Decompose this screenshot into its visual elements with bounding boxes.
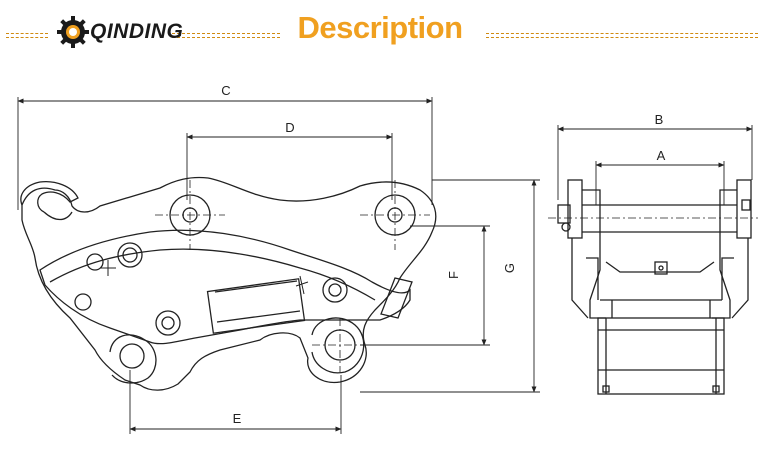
side-view <box>20 176 437 391</box>
dim-label-g: G <box>502 263 517 273</box>
dim-label-f: F <box>446 271 461 279</box>
dim-label-a: A <box>657 148 666 163</box>
dim-label-b: B <box>655 112 664 127</box>
brand-name: QINDING <box>90 20 184 43</box>
banner-divider-mid <box>172 33 280 34</box>
hook <box>20 180 79 213</box>
banner-divider-right <box>486 33 758 34</box>
lower-body <box>597 317 725 395</box>
dim-label-c: C <box>221 83 230 98</box>
pivot-pin <box>117 242 143 268</box>
dimension-lines <box>17 97 540 434</box>
lower-plate <box>39 229 411 345</box>
left-pin-boss <box>567 179 583 239</box>
gear-icon <box>57 16 89 48</box>
banner-divider-mid <box>172 37 280 38</box>
center-lines <box>155 180 430 372</box>
technical-drawing: C D E F G B A <box>17 83 758 434</box>
banner-divider-left <box>6 37 48 38</box>
right-pin-boss <box>736 179 752 239</box>
body-outline <box>21 176 437 391</box>
dim-label-e: E <box>233 411 242 426</box>
page-title: Description <box>297 10 463 45</box>
rear-jaw <box>311 317 365 374</box>
dim-label-d: D <box>285 120 294 135</box>
grease-nipple <box>654 261 668 275</box>
brand-logo: QINDING <box>56 14 183 50</box>
front-dimension-lines <box>557 125 753 205</box>
cylinder-pin <box>322 277 348 303</box>
locking-cylinder <box>206 278 306 334</box>
header-banner: QINDING Description <box>0 0 770 62</box>
banner-divider-right <box>486 37 758 38</box>
front-jaw <box>109 334 157 384</box>
banner-divider-left <box>6 33 48 34</box>
front-view <box>557 179 752 395</box>
